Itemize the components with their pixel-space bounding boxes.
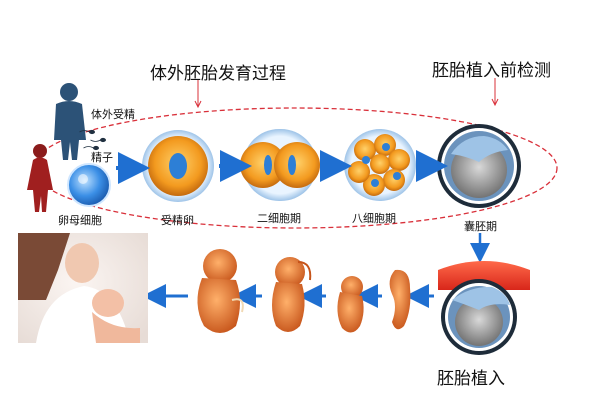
two-cell-embryo [240, 129, 320, 201]
fetus-stage-3 [272, 257, 312, 332]
process-title: 体外胚胎发育过程 [150, 64, 286, 84]
screening-title-pointer-head [491, 98, 499, 107]
process-title-pointer-head [194, 100, 202, 109]
ivf-label: 体外受精 [91, 108, 135, 121]
eight-cell-embryo [344, 129, 416, 201]
fetus-stage-2 [337, 276, 364, 333]
egg-label: 卵母细胞 [58, 214, 102, 227]
zygote-label: 受精卵 [161, 214, 194, 227]
screening-title: 胚胎植入前检测 [432, 61, 551, 81]
implantation-illustration [438, 261, 530, 355]
two-cell-label: 二细胞期 [257, 212, 301, 225]
egg-cell [67, 163, 111, 207]
father-silhouette [54, 83, 86, 160]
mother-baby-photo [18, 233, 148, 343]
fetus-stage-1 [389, 269, 411, 330]
sperm-icons [79, 129, 106, 151]
sperm-label: 精子 [91, 151, 113, 164]
mother-silhouette [27, 144, 53, 212]
implantation-title: 胚胎植入 [437, 369, 505, 389]
blastocyst [437, 124, 521, 208]
zygote-cell [142, 130, 214, 202]
eight-cell-label: 八细胞期 [352, 212, 396, 225]
blastocyst-label: 囊胚期 [464, 220, 497, 233]
fetus-stage-4 [197, 249, 244, 333]
